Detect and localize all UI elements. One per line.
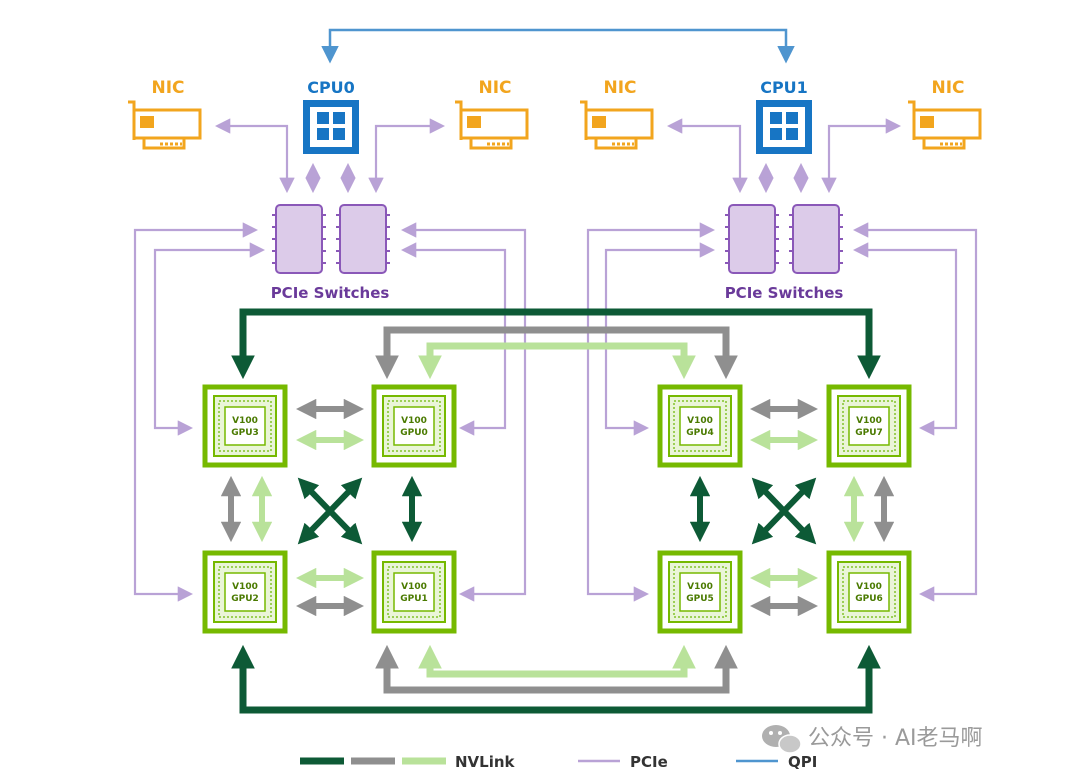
nic-card-icon xyxy=(453,100,529,150)
gpu-3: V100 GPU3 xyxy=(205,387,285,465)
pcie-links-left xyxy=(133,118,527,602)
gpu-name: GPU4 xyxy=(686,428,714,438)
gpu-model: V100 xyxy=(232,416,258,426)
pcie-switch-icon xyxy=(271,204,327,274)
nvlink-links-long xyxy=(231,308,881,714)
wechat-icon xyxy=(762,725,802,754)
pcie-switches-label: PCIe Switches xyxy=(725,284,844,302)
gpu-name: GPU5 xyxy=(686,594,714,604)
pcie-switches-label: PCIe Switches xyxy=(271,284,390,302)
cpu-chip-icon xyxy=(756,100,812,154)
gpu-name: GPU2 xyxy=(231,594,259,604)
gpu-chip-icon xyxy=(205,553,285,631)
watermark-text: 公众号 · AI老马啊 xyxy=(808,726,983,751)
pcie-switch-icon xyxy=(724,204,780,274)
cpu-0: CPU0 xyxy=(303,78,359,154)
gpu-0: V100 GPU0 xyxy=(374,387,454,465)
gpu-chip-icon xyxy=(660,387,740,465)
gpu-chip-icon xyxy=(205,387,285,465)
gpu-model: V100 xyxy=(232,582,258,592)
gpu-model: V100 xyxy=(856,416,882,426)
nic-0: NIC xyxy=(126,78,202,150)
gpu-model: V100 xyxy=(687,582,713,592)
legend-qpi-label: QPI xyxy=(788,753,817,771)
nic-2: NIC xyxy=(578,78,654,150)
legend: NVLink PCIe QPI xyxy=(300,753,817,771)
cpu-label: CPU1 xyxy=(760,78,808,97)
gpu-model: V100 xyxy=(401,582,427,592)
watermark: 公众号 · AI老马啊 xyxy=(762,725,983,754)
gpu-chip-icon xyxy=(829,387,909,465)
gpu-7: V100 GPU7 xyxy=(829,387,909,465)
cpu-1: CPU1 xyxy=(756,78,812,154)
gpu-name: GPU7 xyxy=(855,428,883,438)
cpu-label: CPU0 xyxy=(307,78,355,97)
cpu-chip-icon xyxy=(303,100,359,154)
legend-pcie-label: PCIe xyxy=(630,753,668,771)
gpu-chip-icon xyxy=(829,553,909,631)
nic-label: NIC xyxy=(931,78,964,98)
gpu-1: V100 GPU1 xyxy=(374,553,454,631)
nic-label: NIC xyxy=(478,78,511,98)
nic-card-icon xyxy=(906,100,982,150)
gpu-name: GPU0 xyxy=(400,428,428,438)
gpu-4: V100 GPU4 xyxy=(660,387,740,465)
pcie-switch-group-0: PCIe Switches xyxy=(271,204,391,302)
nic-card-icon xyxy=(126,100,202,150)
pcie-switch-icon xyxy=(788,204,844,274)
pcie-links-right xyxy=(586,118,978,602)
nic-card-icon xyxy=(578,100,654,150)
gpu-name: GPU3 xyxy=(231,428,259,438)
gpu-chip-icon xyxy=(374,553,454,631)
gpu-model: V100 xyxy=(856,582,882,592)
gpu-chip-icon xyxy=(374,387,454,465)
gpu-name: GPU1 xyxy=(400,594,428,604)
nic-label: NIC xyxy=(603,78,636,98)
legend-nvlink-label: NVLink xyxy=(455,753,516,771)
gpu-chip-icon xyxy=(660,553,740,631)
nic-1: NIC xyxy=(453,78,529,150)
gpu-name: GPU6 xyxy=(855,594,883,604)
nvlink-links-right-cluster xyxy=(689,398,895,617)
nic-label: NIC xyxy=(151,78,184,98)
nvlink-links-left-cluster xyxy=(220,398,423,617)
gpu-6: V100 GPU6 xyxy=(829,553,909,631)
qpi-link xyxy=(321,28,795,64)
gpu-2: V100 GPU2 xyxy=(205,553,285,631)
pcie-switch-group-1: PCIe Switches xyxy=(724,204,844,302)
gpu-5: V100 GPU5 xyxy=(660,553,740,631)
pcie-switch-icon xyxy=(335,204,391,274)
gpu-model: V100 xyxy=(687,416,713,426)
nic-3: NIC xyxy=(906,78,982,150)
gpu-model: V100 xyxy=(401,416,427,426)
